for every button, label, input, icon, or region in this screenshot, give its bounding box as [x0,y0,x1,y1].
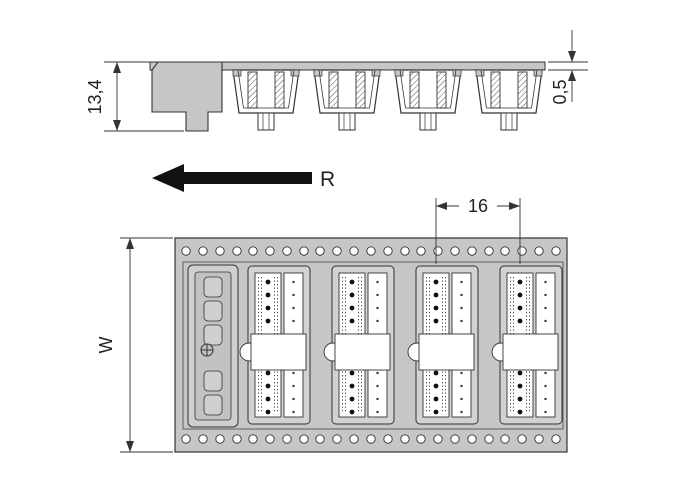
arrowhead-down-icon [568,51,576,62]
connector-side-view [394,69,462,131]
dim-label-pitch: 16 [468,196,488,216]
arrowhead-down-icon [113,120,121,131]
connector-pocket [323,265,395,425]
connector-side-view [475,69,543,131]
connector-pocket [407,265,479,425]
sprocket-holes-top-row [181,246,561,256]
direction-arrow-left-icon [152,164,312,192]
arrowhead-left-icon [436,202,447,210]
dimension-pitch-16: 16 [435,196,521,264]
leader-pocket [187,264,239,428]
pilot-mark-icon [200,343,214,357]
reel-direction: R [152,164,335,192]
side-view [149,61,546,132]
direction-label: R [320,168,335,191]
connector-pocket [239,265,311,425]
connector-pocket [491,265,563,425]
dim-label-tape-width: W [96,337,116,354]
dim-label-tape-thickness: 0,5 [550,79,570,104]
arrowhead-up-icon [113,62,121,73]
tape-cavity-outline [182,261,564,430]
dimension-height-13-4: 13,4 [85,61,184,132]
dimension-tape-width-w: W [96,237,173,453]
dimension-tape-thickness-0-5: 0,5 [548,30,588,105]
arrowhead-down-icon [126,441,134,452]
connector-side-view [313,69,381,131]
top-view [174,237,568,453]
arrowhead-right-icon [509,202,520,210]
tape-leader-block [151,61,223,132]
sprocket-holes-bottom-row [181,434,561,444]
dim-label-height: 13,4 [85,79,105,114]
connector-side-view [232,69,300,131]
arrowhead-up-icon [568,70,576,81]
arrowhead-up-icon [126,238,134,249]
